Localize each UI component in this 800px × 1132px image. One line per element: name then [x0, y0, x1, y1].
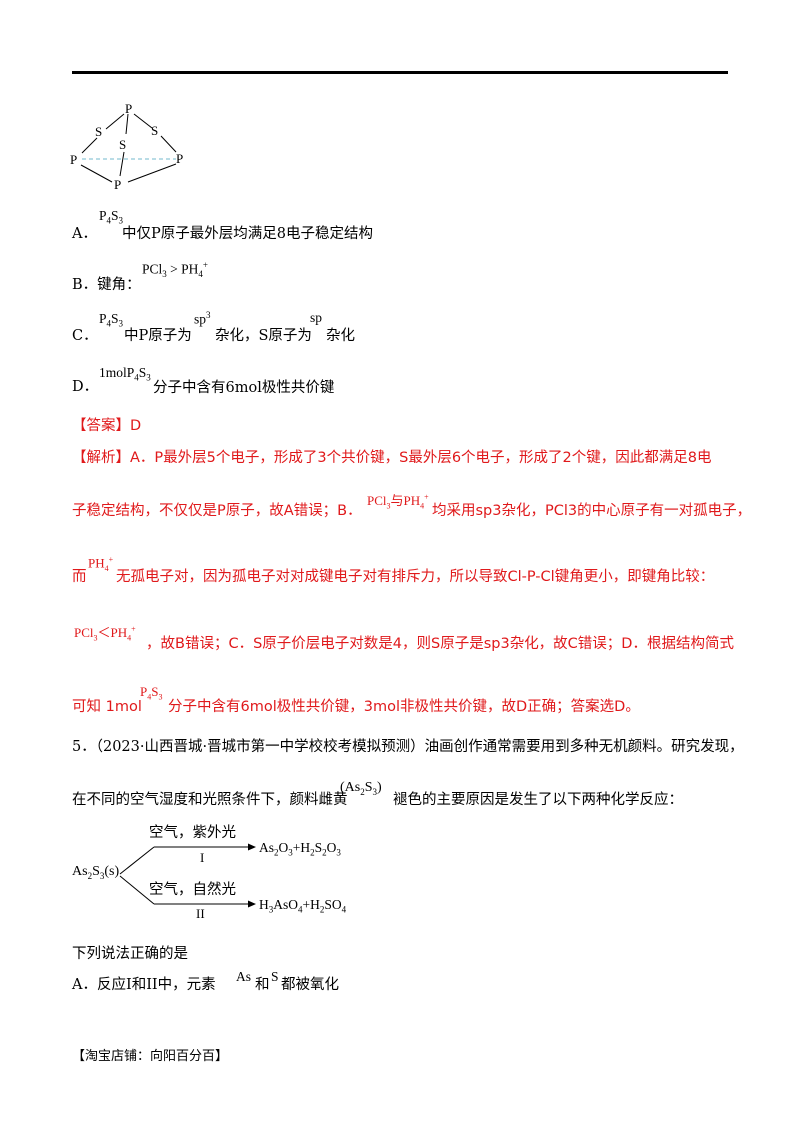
question-prompt: 下列说法正确的是: [72, 946, 188, 962]
question-option-a-1: A．反应I和II中，元素: [72, 977, 216, 993]
question-5-line-2a: 在不同的空气湿度和光照条件下，颜料雌黄: [72, 792, 348, 808]
p4s3-structure-diagram: P S S S P P P: [70, 101, 183, 192]
reaction-condition-1: 空气，紫外光: [149, 825, 236, 841]
answer-label: 【答案】D: [72, 418, 142, 434]
option-a-label: A．: [72, 226, 97, 242]
option-b-prefix: B．键角：: [72, 277, 141, 293]
atom-p-top: P: [125, 101, 132, 116]
question-option-a-as: As: [236, 969, 252, 984]
analysis-line-2a: 子稳定结构，不仅仅是P原子，故A错误；B．: [72, 503, 362, 519]
atom-p-bottom: P: [114, 177, 121, 192]
question-5-formula: (As2S3): [340, 780, 382, 797]
analysis-line-2b: 均采用sp3杂化，PCl3的中心原子有一对孤电子，: [432, 503, 752, 519]
option-a-formula: P4S3: [99, 208, 124, 226]
atom-p-left: P: [70, 152, 77, 167]
option-c-text3: 杂化: [326, 328, 355, 344]
reaction-scheme: [119, 843, 256, 908]
analysis-line-3a: 而: [72, 569, 87, 585]
atom-s-middle: S: [119, 137, 126, 152]
reaction-reactant: As2S3(s): [72, 864, 120, 881]
analysis-line-4b: ，故B错误；C．S原子价层电子对数是4，则S原子是sp3杂化，故C错误；D．根据…: [146, 636, 734, 652]
atom-p-right: P: [176, 151, 183, 166]
atom-s-left: S: [95, 124, 102, 139]
option-d-text: 分子中含有6mol极性共价键: [153, 380, 335, 396]
option-c-sp3: sp3: [194, 310, 211, 327]
reaction-number-1: I: [200, 850, 205, 865]
analysis-line-2-formula: PCl3与PH4+: [367, 492, 429, 511]
analysis-line-3-formula: PH4+: [88, 555, 114, 573]
analysis-line-5b: 分子中含有6mol极性共价键，3mol非极性共价键，故D正确；答案选D。: [168, 699, 640, 715]
analysis-line-3b: 无孤电子对，因为孤电子对对成键电子对有排斥力，所以导致Cl-P-Cl键角更小，即…: [116, 569, 715, 585]
reaction-product-2: H3AsO4+H2SO4: [259, 897, 347, 915]
analysis-line-5a: 可知 1mol: [72, 699, 142, 715]
question-5-line-2b: 褪色的主要原因是发生了以下两种化学反应：: [393, 792, 683, 808]
option-b-formula: PCl3 > PH4+: [142, 260, 208, 280]
option-c-label: C．: [72, 328, 98, 344]
option-d-label: D．: [72, 379, 99, 395]
question-option-a-3: 都被氧化: [281, 977, 339, 993]
option-d-formula: 1molP4S3: [99, 365, 151, 383]
reaction-number-2: II: [196, 906, 205, 921]
header-rule: [72, 71, 728, 74]
option-c-sp: sp: [310, 310, 323, 325]
analysis-line-5-formula: P4S3: [140, 684, 163, 702]
footer-shop-note: 【淘宝店铺：向阳百分百】: [72, 1049, 229, 1064]
option-c-formula: P4S3: [99, 311, 124, 329]
question-option-a-s: S: [271, 969, 279, 984]
reaction-condition-2: 空气，自然光: [149, 882, 236, 898]
question-5-line-1: 5．（2023·山西晋城·晋城市第一中学校校考模拟预测）油画创作通常需要用到多种…: [72, 739, 744, 755]
atom-s-right: S: [151, 123, 158, 138]
question-option-a-2: 和: [255, 977, 270, 993]
analysis-line-4-formula: PCl3＜PH4+: [74, 624, 136, 643]
reaction-product-1: As2O3+H2S2O3: [259, 840, 341, 858]
analysis-line-1: 【解析】A．P最外层5个电子，形成了3个共价键，S最外层6个电子，形成了2个键，…: [72, 450, 712, 466]
option-c-text2: 杂化，S原子为: [215, 328, 312, 344]
option-a-text: 中仅P原子最外层均满足8电子稳定结构: [122, 226, 373, 242]
option-c-text1: 中P原子为: [124, 328, 192, 344]
